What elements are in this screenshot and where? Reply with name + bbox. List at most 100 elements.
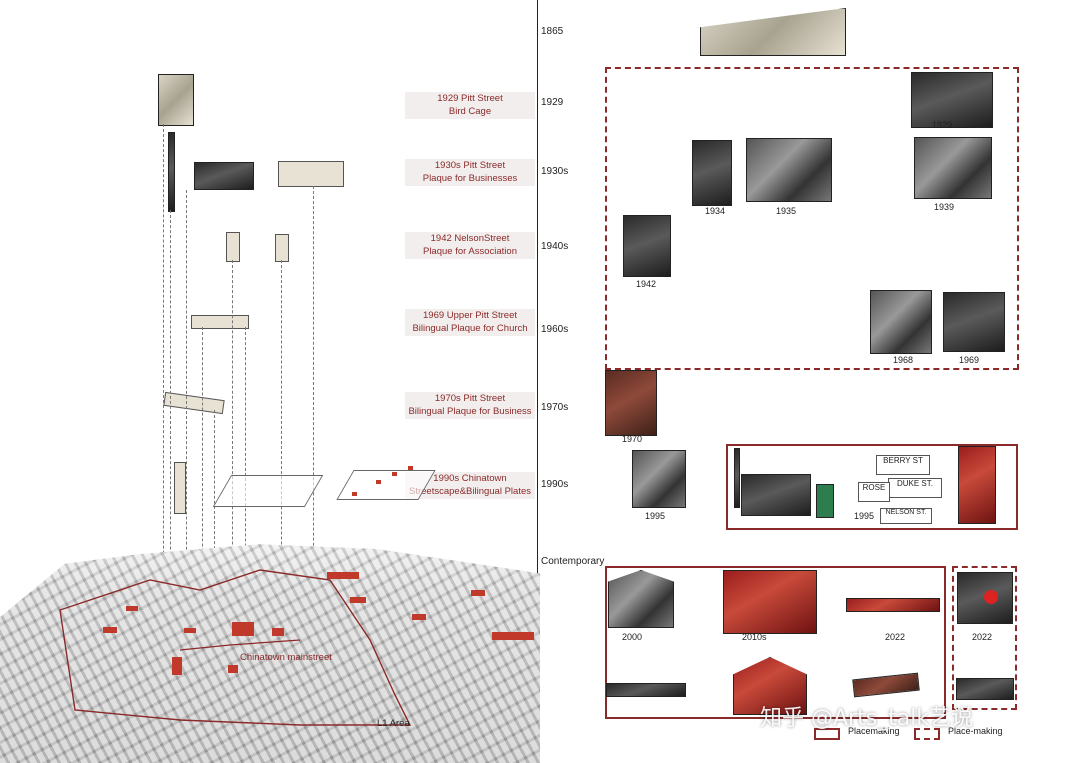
sign-duke-st: DUKE ST. [888,478,942,498]
lantern-photo [984,590,998,604]
legend-place-making: Place-making [948,726,1003,736]
sign-rose: ROSE [858,482,890,502]
sign-nelson-st: NELSON ST. [880,508,932,524]
label-line: 1970s Pitt Street [434,393,506,404]
chinatown-mainstreet-label: Chinatown mainstreet [240,652,332,663]
label-line: Bilingual Plaque for Church [412,322,528,334]
projection-line [281,260,282,630]
map-marker [412,614,426,620]
timeline-axis [537,0,538,582]
watermark: 知乎 @Arts_talk艺说 [760,706,974,731]
place-making-box-contemporary [952,566,1017,710]
map-marker [172,657,182,675]
year-contemporary: Contemporary [541,556,605,567]
caption-1939: 1939 [934,202,955,212]
projection-line [313,186,314,606]
association-plaque-b [275,234,289,262]
plaque-businesses-dark [194,162,254,190]
photo-2000-arch [608,570,674,628]
label-line: 1969 Upper Pitt Street [423,310,517,321]
map-marker [327,572,359,579]
map-marker [126,606,138,611]
projection-line [163,124,164,654]
photo-1934 [692,140,732,206]
label-1930s-plaque: 1930s Pitt Street Plaque for Businesses [405,159,535,186]
map-marker [228,665,238,673]
year-1865: 1865 [541,26,564,37]
year-1990s: 1990s [541,479,569,490]
label-line: Bilingual Plaque for Business [408,405,532,417]
chinatown-3d-map [0,544,540,763]
photo-1935 [746,138,832,202]
place-making-box-historic [605,67,1019,370]
caption-1935: 1935 [776,206,797,216]
streetscape-wireframe [212,475,324,507]
label-line: 1990s Chinatown [433,473,507,484]
photo-2010s-building [723,570,817,634]
plate-marker [408,466,413,470]
label-line: Bird Cage [448,105,492,117]
l1-area-label: L1 Area [377,718,410,729]
business-plaque [163,391,225,415]
label-line: 1930s Pitt Street [434,160,506,171]
label-line: 1929 Pitt Street [437,93,503,104]
caption-1995-b: 1995 [854,511,875,521]
photo-1969 [943,292,1005,352]
year-1970s: 1970s [541,402,569,413]
caption-1968: 1968 [893,355,914,365]
caption-1929: 1929 [932,120,953,130]
caption-2010s: 2010s [742,632,767,642]
photo-2022-mural [846,598,940,612]
map-marker [492,632,534,640]
year-1960s: 1960s [541,324,569,335]
sign-text: DUKE ST. [896,479,933,488]
label-1929-bird-cage: 1929 Pitt Street Bird Cage [405,92,535,119]
sign-text: BERRY ST [883,456,923,465]
caption-2000: 2000 [622,632,643,642]
lamp-post-photo [734,448,740,508]
label-1942-plaque: 1942 NelsonStreet Plaque for Association [405,232,535,259]
sign-text: NELSON ST. [885,509,927,516]
car-photo [956,678,1014,700]
placemaking-box-1990s [726,444,1018,530]
legend-dashed-swatch [914,728,940,740]
year-1930s: 1930s [541,166,569,177]
caption-1969: 1969 [959,355,980,365]
projection-line [186,190,187,630]
photo-1968 [870,290,932,354]
plate-marker [376,480,381,484]
bird-cage-photo [158,74,194,126]
map-marker [350,597,366,603]
photo-1970 [605,370,657,436]
caption-1934: 1934 [705,206,726,216]
label-line: Streetscape&Bilingual Plates [409,485,531,497]
plaque-businesses-light [278,161,344,187]
caption-2022-b: 2022 [972,632,993,642]
bilingual-panel-photo [741,474,811,516]
plaque-edge-photo [168,132,175,212]
photo-1939 [914,137,992,199]
year-1940s: 1940s [541,241,569,252]
label-line: Plaque for Businesses [422,172,518,184]
photo-1995-shopfront [632,450,686,508]
projection-line [232,260,233,640]
label-line: Plaque for Association [422,245,517,257]
projection-line [202,327,203,627]
caption-1942: 1942 [636,279,657,289]
post-box-photo [816,484,834,518]
caption-2022-a: 2022 [885,632,906,642]
plate-marker [352,492,357,496]
projection-line [170,210,171,650]
sign-berry-st: BERRY ST [876,455,930,475]
placemaking-box-contemporary [605,566,946,719]
plate-marker [392,472,397,476]
label-line: 1942 NelsonStreet [430,233,510,244]
map-marker [272,628,284,636]
caption-1995-a: 1995 [645,511,666,521]
sign-text: ROSE [862,483,886,492]
photo-1942 [623,215,671,277]
photo-1995-restaurant [958,446,996,524]
label-1969-church: 1969 Upper Pitt Street Bilingual Plaque … [405,309,535,336]
legend-solid-swatch [814,728,840,740]
caption-1970: 1970 [622,434,643,444]
